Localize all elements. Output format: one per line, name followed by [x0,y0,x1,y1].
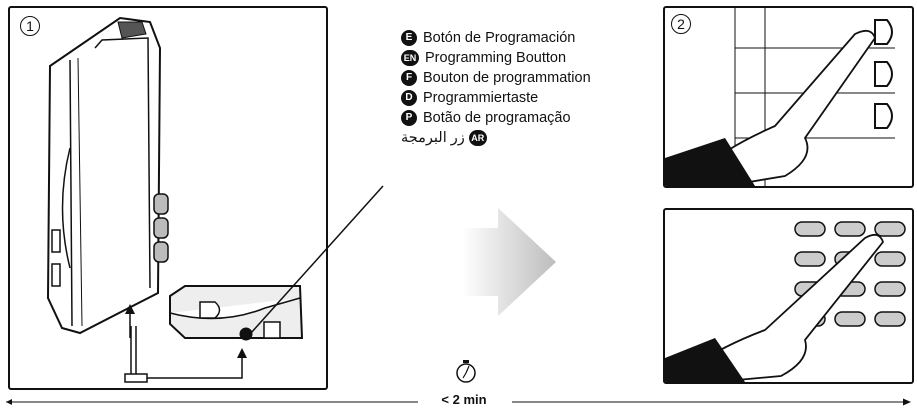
legend-row-fr: F Bouton de programmation [401,68,591,88]
hand-icon [665,233,885,382]
lang-badge-es: E [401,30,417,46]
programming-button [239,327,253,341]
step2-number: 2 [671,14,691,34]
side-button-3 [153,241,169,263]
language-legend: E Botón de Programación EN Programming B… [401,28,591,148]
call-button-2 [874,61,893,87]
arrow-icon [462,208,556,316]
legend-row-ar: زر البرمجة AR [401,128,591,148]
legend-row-en: EN Programming Boutton [401,48,591,68]
legend-label-en: Programming Boutton [425,50,567,66]
legend-label-pt: Botão de programação [423,110,571,126]
hand-icon [665,29,876,186]
call-button-1 [874,19,893,45]
call-button-3 [874,103,893,129]
tool-icon [124,326,148,383]
step2-panel-top: 2 [663,6,914,188]
legend-row-pt: P Botão de programação [401,108,591,128]
legend-row-es: E Botón de Programación [401,28,591,48]
side-button-1 [153,193,169,215]
legend-label-ar: زر البرمجة [401,130,465,146]
keypad-illustration [665,221,906,382]
duration-label: < 2 min [441,392,487,407]
handset [46,16,162,335]
legend-row-de: D Programmiertaste [401,88,591,108]
lang-badge-pt: P [401,110,417,126]
side-button-2 [153,217,169,239]
legend-label-fr: Bouton de programmation [423,70,591,86]
lang-badge-fr: F [401,70,417,86]
legend-label-de: Programmiertaste [423,90,539,106]
step1-number: 1 [20,16,40,36]
intercom-illustration [46,16,304,383]
legend-label-es: Botón de Programación [423,30,576,46]
lang-badge-en: EN [401,50,419,66]
lang-badge-de: D [401,90,417,106]
lang-badge-ar: AR [468,130,487,146]
button-press-illustration [665,8,895,186]
clock-icon [456,360,476,383]
step1-panel: 1 [8,6,328,390]
step2-panel-bottom [663,208,914,384]
